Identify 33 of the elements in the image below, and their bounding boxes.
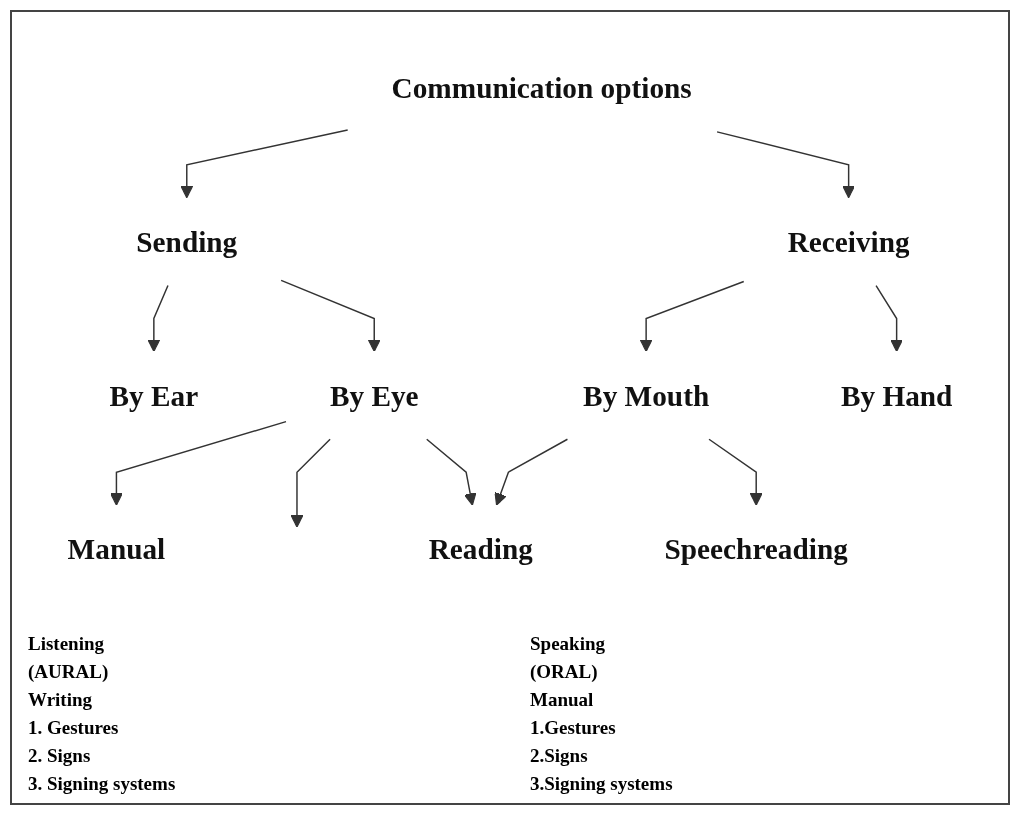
node-label: Sending xyxy=(136,225,238,258)
arrow xyxy=(426,438,477,506)
note-text: 2.Signs xyxy=(530,745,588,767)
arrow xyxy=(708,438,763,506)
note-text: 3. Signing systems xyxy=(28,773,176,795)
arrow xyxy=(180,129,349,199)
node-label: Communication options xyxy=(391,71,692,105)
node-label: Manual xyxy=(67,532,166,566)
note-text: (ORAL) xyxy=(530,661,598,683)
node-label: Receiving xyxy=(787,225,910,258)
note-text: Writing xyxy=(28,689,93,711)
note-text: 3.Signing systems xyxy=(530,773,673,795)
arrow xyxy=(110,420,287,506)
arrow xyxy=(290,438,331,528)
arrow xyxy=(147,284,169,352)
note-text: 2. Signs xyxy=(28,745,91,767)
arrow xyxy=(716,131,856,199)
note-text: 1. Gestures xyxy=(28,717,119,739)
arrow xyxy=(875,284,904,352)
note-text: (AURAL) xyxy=(28,661,109,683)
node-label: Reading xyxy=(428,532,533,566)
node-label: By Eye xyxy=(329,379,419,412)
note-text: Manual xyxy=(530,689,594,711)
note-text: 1.Gestures xyxy=(530,717,616,739)
arrow xyxy=(494,438,569,506)
arrow xyxy=(639,280,745,352)
node-label: By Mouth xyxy=(583,379,710,412)
node-label: By Hand xyxy=(840,379,953,412)
note-text: Speaking xyxy=(530,633,605,655)
arrow xyxy=(280,279,381,352)
node-label: By Ear xyxy=(109,379,199,412)
note-text: Listening xyxy=(28,633,105,655)
node-label: Speechreading xyxy=(664,532,848,566)
